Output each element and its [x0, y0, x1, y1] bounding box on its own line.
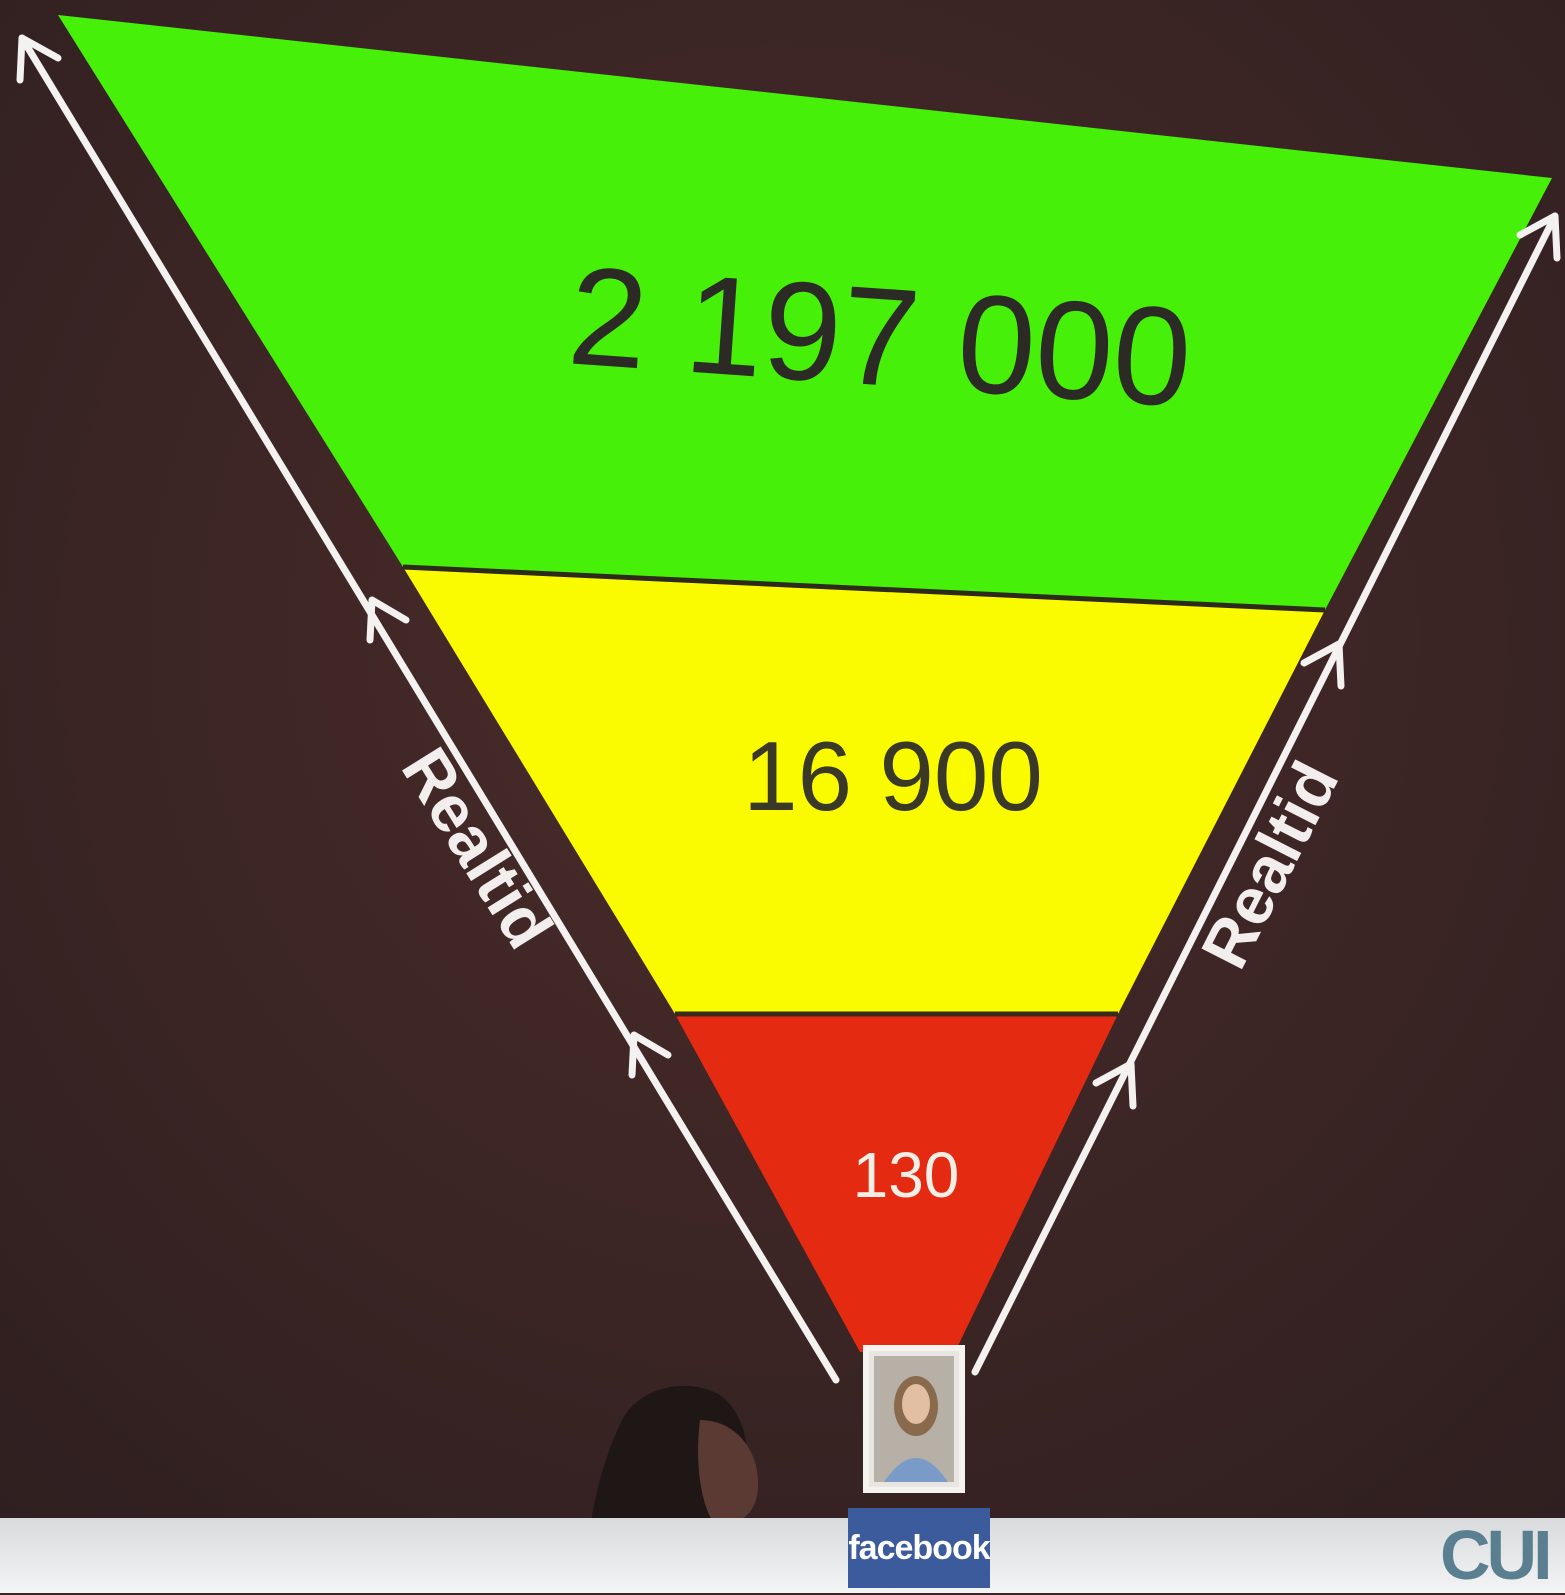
- profile-photo: [863, 1345, 965, 1493]
- funnel-band-top: [58, 15, 1552, 610]
- band-divider: [402, 564, 1326, 613]
- bottom-strip: [0, 1518, 1565, 1593]
- right-arrow: [971, 212, 1561, 1376]
- funnel-value-middle: 16 900: [743, 721, 1043, 831]
- left-arrow: [16, 34, 840, 1384]
- funnel-band-bottom: [675, 1014, 1118, 1352]
- facebook-badge: facebook: [848, 1508, 991, 1588]
- funnel-band-middle: [403, 567, 1325, 1014]
- funnel-value-bottom: 130: [853, 1139, 960, 1211]
- corner-logo: CUI: [1440, 1516, 1553, 1594]
